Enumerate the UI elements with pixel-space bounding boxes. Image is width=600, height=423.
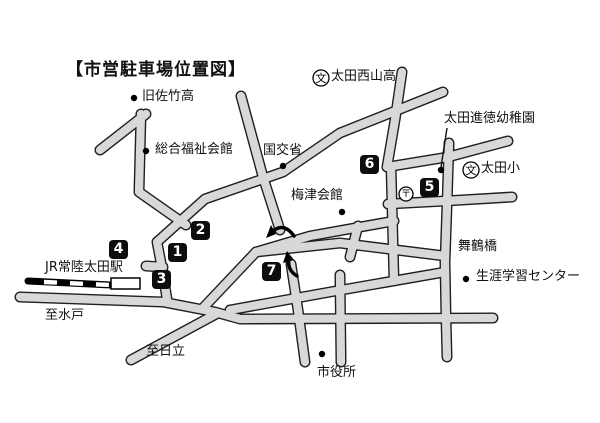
parking-marker-2: 2	[191, 221, 210, 240]
road-13	[251, 238, 450, 261]
place-label-jr-hitachi-ota-station: JR常陸太田駅	[45, 260, 123, 275]
place-bullet-shiyakusho	[318, 350, 326, 358]
road-surfaces	[15, 67, 517, 367]
map-title: 【市営駐車場位置図】	[66, 60, 246, 80]
road-15	[286, 259, 310, 367]
station-building	[110, 277, 141, 290]
school-icon-ota-sho: 文	[462, 161, 480, 179]
place-label-sogo-fukushi-kaikan: 総合福祉会館	[155, 142, 234, 157]
place-label-to-mito: 至水戸	[45, 308, 85, 323]
place-label-shiyakusho: 市役所	[317, 365, 357, 380]
place-bullet-kokkosho	[279, 162, 287, 170]
leader-line-ota-shintoku-yochien	[440, 127, 448, 168]
arrow-2	[283, 251, 299, 278]
road-18	[236, 91, 285, 235]
place-bullet-shogai-gakushu-center	[462, 275, 470, 283]
parking-marker-1: 1	[168, 243, 187, 262]
road-8	[383, 192, 517, 209]
school-icon-ota-nishiyama-ko: 文	[312, 69, 330, 87]
place-label-to-hitachi: 至日立	[146, 344, 186, 359]
place-bullet-sogo-fukushi-kaikan	[142, 147, 150, 155]
svg-text:〒: 〒	[401, 189, 411, 200]
place-label-shogai-gakushu-center: 生涯学習センター	[476, 269, 581, 284]
road-6	[440, 138, 454, 362]
school-label-ota-nishiyama-ko: 太田西山高	[331, 69, 397, 84]
parking-marker-4: 4	[109, 240, 128, 259]
parking-marker-6: 6	[360, 155, 379, 174]
arrow-1	[266, 225, 296, 238]
road-14	[345, 221, 363, 262]
road-10	[126, 308, 223, 365]
place-label-ota-shintoku-yochien: 太田進徳幼稚園	[444, 111, 536, 126]
place-bullet-umezu-kaikan	[338, 208, 346, 216]
place-label-kokkosho: 国交省	[263, 143, 303, 158]
road-3	[141, 261, 168, 272]
road-17	[225, 267, 450, 315]
place-label-maizuru-bashi: 舞鶴橋	[458, 239, 498, 254]
road-4	[382, 67, 407, 172]
parking-marker-3: 3	[152, 270, 171, 289]
road-1	[134, 109, 191, 230]
place-label-kyu-satake-ko: 旧佐竹高	[142, 89, 195, 104]
railway-ties	[43, 279, 111, 288]
school-label-ota-sho: 太田小	[481, 161, 521, 176]
post-office-icon: 〒	[398, 186, 414, 202]
place-bullet-kyu-satake-ko	[130, 94, 138, 102]
parking-marker-5: 5	[420, 178, 439, 197]
parking-marker-7: 7	[262, 262, 281, 281]
place-label-umezu-kaikan: 梅津会館	[291, 188, 344, 203]
svg-text:文: 文	[316, 71, 327, 85]
svg-text:文: 文	[466, 163, 477, 177]
place-bullet-ota-shintoku-yochien	[437, 166, 445, 174]
road-11	[198, 247, 261, 313]
